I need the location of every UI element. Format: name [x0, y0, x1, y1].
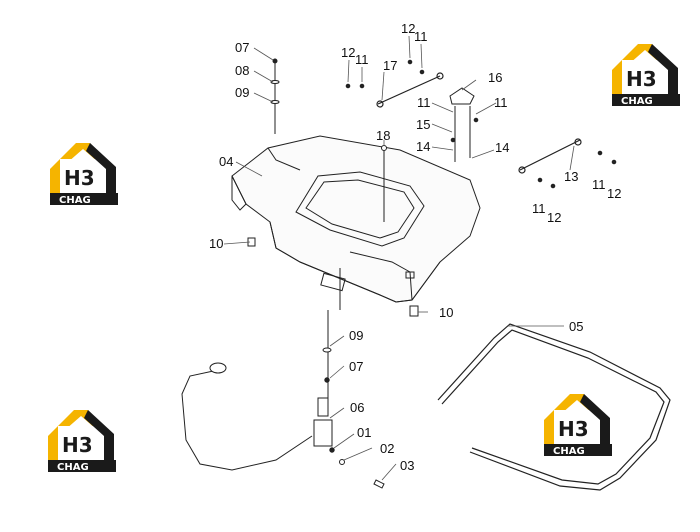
logo-word: CHAG [59, 195, 91, 206]
callout-09: 09 [235, 85, 249, 100]
callout-11: 11 [414, 29, 428, 44]
callout-01: 01 [357, 425, 371, 440]
seal-strip-05 [437, 323, 671, 491]
logo-word: CHAG [621, 96, 653, 107]
callout-09: 09 [349, 328, 363, 343]
callout-12: 12 [401, 21, 415, 36]
callout-02: 02 [380, 441, 394, 456]
gas-strut-17 [376, 72, 444, 108]
gas-strut-13 [518, 138, 582, 174]
callout-11: 11 [355, 52, 369, 67]
callout-16: 16 [488, 70, 502, 85]
callout-11: 11 [494, 95, 508, 110]
callout-11: 11 [417, 95, 431, 110]
callout-12: 12 [607, 186, 621, 201]
callout-15: 15 [416, 117, 430, 132]
callout-17: 17 [383, 58, 397, 73]
callout-14: 14 [495, 140, 509, 155]
callout-13: 13 [564, 169, 578, 184]
callout-14: 14 [416, 139, 430, 154]
callout-11: 11 [532, 201, 546, 216]
callout-05: 05 [569, 319, 583, 334]
callout-18: 18 [376, 128, 390, 143]
callout-07: 07 [349, 359, 363, 374]
logo-word: CHAG [553, 446, 585, 457]
logo-letters: H3 [64, 166, 95, 190]
callout-12: 12 [547, 210, 561, 225]
release-cable-and-latch [181, 268, 341, 471]
brand-logo-bottom-right: H3 CHAG [544, 394, 612, 457]
logo-letters: H3 [626, 67, 657, 91]
callout-11: 11 [592, 177, 606, 192]
logo-letters: H3 [558, 417, 589, 441]
callout-labels: 07 08 09 04 10 12 11 12 11 17 16 11 11 1… [209, 21, 621, 473]
callout-08: 08 [235, 63, 249, 78]
callout-07: 07 [235, 40, 249, 55]
logo-letters: H3 [62, 433, 93, 457]
brand-logo-left-upper: H3 CHAG [50, 143, 118, 206]
brand-logo-top-right: H3 CHAG [612, 44, 680, 107]
bracket-16 [449, 87, 475, 162]
fastener-markers [247, 58, 617, 489]
callout-03: 03 [400, 458, 414, 473]
callout-10: 10 [439, 305, 453, 320]
logo-word: CHAG [57, 462, 89, 473]
callout-06: 06 [350, 400, 364, 415]
brand-logo-left-lower: H3 CHAG [48, 410, 116, 473]
callout-10: 10 [209, 236, 223, 251]
hood-cover-part-04 [231, 135, 481, 303]
callout-12: 12 [341, 45, 355, 60]
leader-lines [223, 35, 575, 481]
callout-04: 04 [219, 154, 233, 169]
